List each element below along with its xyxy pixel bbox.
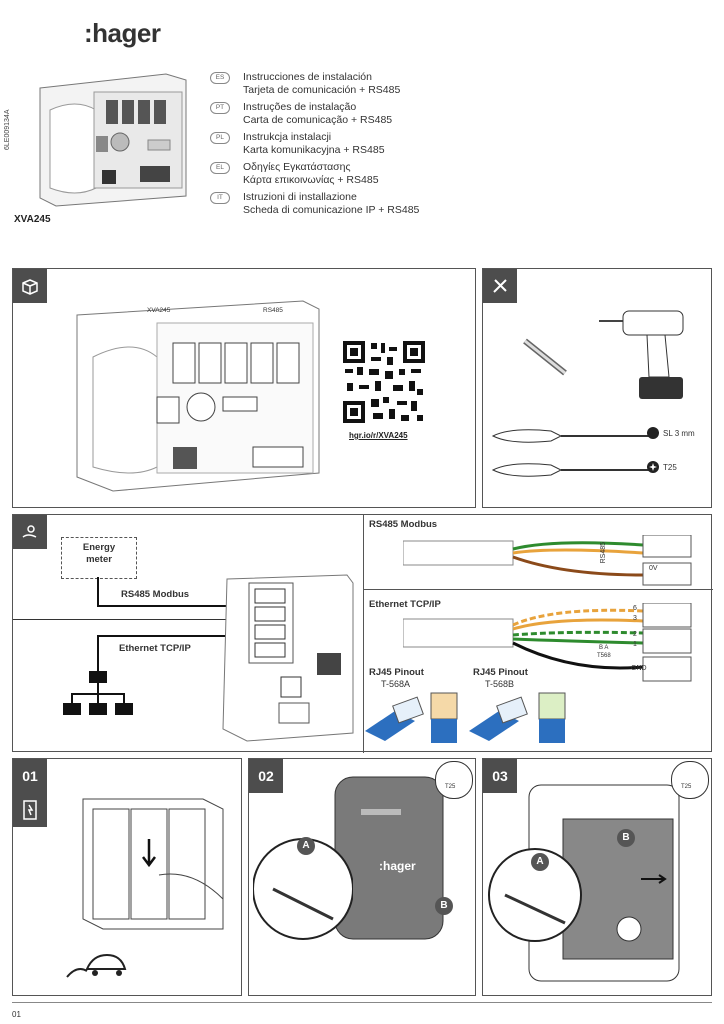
pinout-a-title: RJ45 Pinout [369,667,424,678]
board-label: XVA245 [147,307,171,314]
settings-hand-icon [13,515,47,549]
tool2-label: T25 [663,463,677,472]
instruction-subtitle: Carta de comunicação + RS485 [243,114,393,126]
instruction-subtitle: Karta komunikacyjna + RS485 [243,144,385,156]
divider [363,515,364,753]
energy-meter-label: Energy meter [82,542,116,565]
torx-tip-icon [647,461,659,473]
pinout-b-title: RJ45 Pinout [473,667,528,678]
box-contents-panel: XVA245 RS485 hgr.io/r/XVA245 [12,268,476,508]
rj45-a-connector [365,691,465,747]
screw-magnifier [253,829,353,949]
ethernet-cable-diagram [403,603,703,683]
rs485-title: RS485 Modbus [369,519,438,530]
callout-a: A [297,837,315,855]
bit-icon [519,333,579,383]
language-code-badge: ES [210,72,230,84]
language-code-badge: PL [210,132,230,144]
step-03-panel: 03 A B T25 [482,758,712,996]
rs485-cable-diagram [403,535,703,587]
document-code: 6LE009134A [4,109,11,150]
divider [13,619,229,620]
model-number: XVA245 [14,214,51,225]
pin-label: 2 [633,631,637,638]
torx-screwdriver-icon [491,461,651,479]
pin-label: 6 [633,605,637,612]
ba-label: B A [599,645,609,651]
step-number: 02 [249,759,283,793]
instruction-subtitle: Κάρτα επικοινωνίας + RS485 [243,174,379,186]
step-01-panel: 01 [12,758,242,996]
page-number: 01 [12,1010,21,1019]
ethernet-title: Ethernet TCP/IP [369,599,441,610]
board-diagram [217,573,357,743]
instruction-title: Instrukcja instalacji [243,131,332,143]
rs485-modbus-label: RS485 Modbus [121,589,190,600]
pin-label: 3 [633,615,637,622]
tools-panel: SL 3 mm T25 [482,268,712,508]
torx-tool-badge: T25 [671,761,709,799]
step-number: 03 [483,759,517,793]
flat-screwdriver-icon [491,427,651,445]
circuit-board-diagram [73,297,323,497]
callout-b: B [617,829,635,847]
rj45-b-connector [469,691,579,747]
modbus-line [97,605,229,607]
ethernet-label: Ethernet TCP/IP [119,643,191,654]
charger-logo: :hager [379,859,416,873]
instruction-title: Οδηγίες Εγκατάστασης [243,161,351,173]
torx-tool-badge: T25 [435,761,473,799]
step-02-panel: 02 :hager A B T25 [248,758,476,996]
network-icon [63,671,133,721]
divider [363,589,713,590]
package-icon [13,269,47,303]
instruction-subtitle: Tarjeta de comunicación + RS485 [243,84,401,96]
callout-a: A [531,853,549,871]
language-code-badge: EL [210,162,230,174]
slotted-tip-icon [647,427,659,439]
product-image [36,70,188,210]
ethernet-line [97,635,229,637]
screw-magnifier [487,839,583,949]
ethernet-line [97,635,99,671]
gnd-label: GND [631,665,647,672]
instruction-title: Istruzioni di installazione [243,191,357,203]
qr-link[interactable]: hgr.io/r/XVA245 [349,431,408,440]
breaker-diagram [73,779,233,939]
pin-label: 1 [633,641,637,648]
modbus-line [97,577,99,607]
drill-icon [595,299,695,409]
t568-label: T568 [597,653,611,659]
rs485-label: RS485 [263,307,283,314]
step-number: 01 [13,759,47,793]
zero-volt-label: 0V [649,565,658,572]
language-code-badge: PT [210,102,230,114]
footer-divider [12,1002,712,1003]
qr-code[interactable] [341,339,427,425]
energy-meter-box: Energy meter [61,537,137,579]
language-code-badge: IT [210,192,230,204]
wiring-panel: Energy meter RS485 Modbus Ethernet TCP/I… [12,514,713,753]
tools-icon [483,269,517,303]
callout-b: B [435,897,453,915]
pinout-b-subtitle: T-568B [485,679,515,689]
instruction-subtitle: Scheda di comunicazione IP + RS485 [243,204,420,216]
instruction-title: Instrucciones de instalación [243,71,372,83]
tool-label: T25 [681,784,692,790]
tool1-label: SL 3 mm [663,429,695,438]
door-warning-icon [13,793,47,827]
rs485-vertical-label: RS485 [600,542,607,564]
pinout-a-subtitle: T-568A [381,679,411,689]
ev-charging-icon [63,945,133,985]
brand-logo: :hager [84,18,161,48]
instruction-title: Instruções de instalação [243,101,357,113]
tool-label: T25 [445,784,456,790]
